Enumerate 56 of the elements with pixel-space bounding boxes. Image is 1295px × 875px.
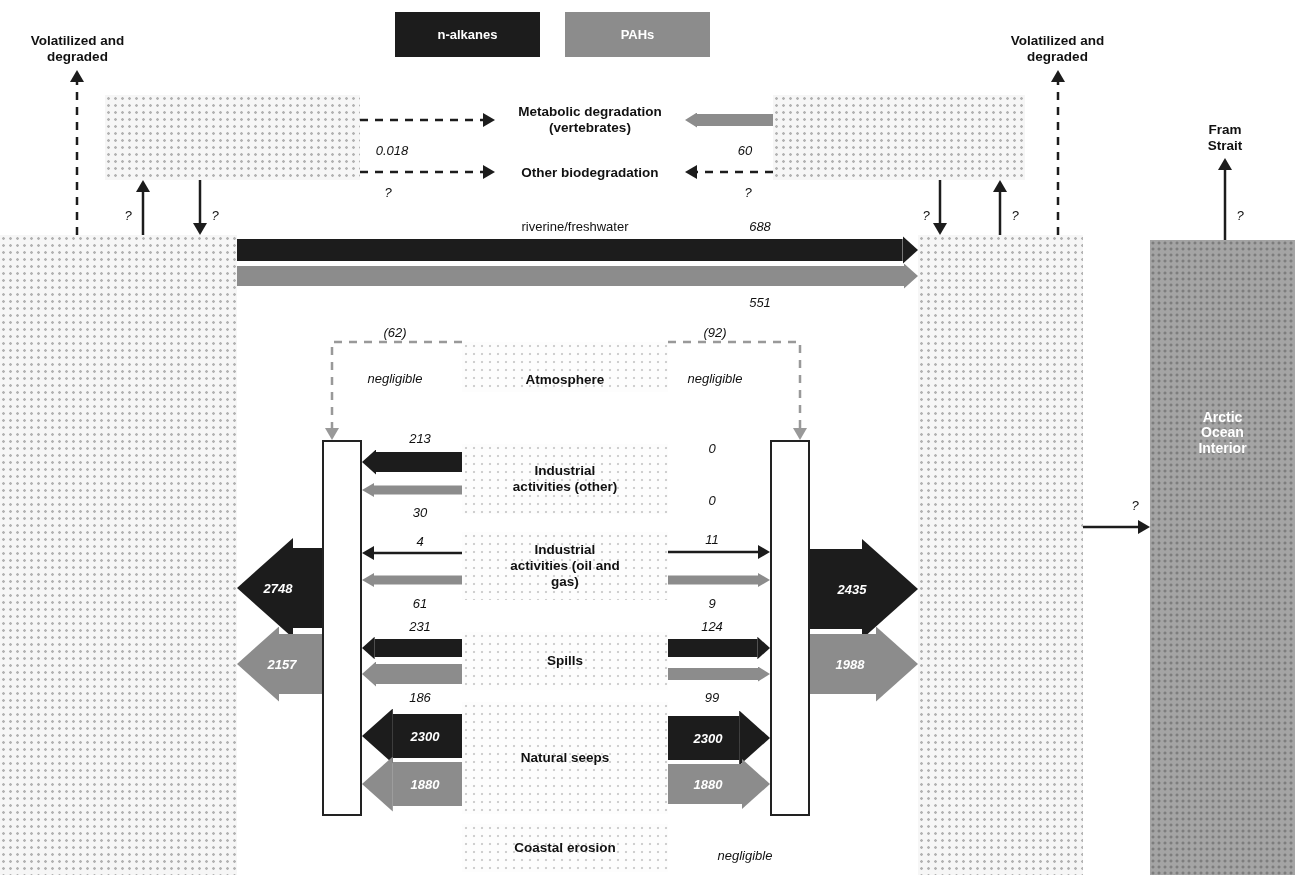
flow-value-label: 1988 [834, 656, 866, 672]
arrow [668, 545, 770, 559]
flow-value-label: 2435 [836, 581, 868, 597]
flux-arrow [237, 236, 918, 264]
arrow [1218, 158, 1232, 240]
surface-layer-area [105, 95, 360, 180]
region-label: Arctic Ocean Interior [1197, 410, 1248, 457]
flow-value-label: 1880 [409, 776, 441, 792]
flux-label: Volatilized and degraded [995, 28, 1120, 70]
legend-label: PAHs [620, 27, 655, 42]
arrow [1083, 520, 1150, 534]
dashed-arrow [360, 165, 495, 179]
surface-layer-area [773, 95, 1025, 180]
collector-bar [770, 440, 810, 816]
collector-bar [322, 440, 362, 816]
flow-value-label: 2157 [266, 656, 298, 672]
sea-region-area [0, 235, 237, 875]
flow-value-label: 2300 [692, 730, 724, 746]
flux-arrow [668, 710, 770, 766]
flux-arrow [668, 573, 770, 587]
arrow [136, 180, 150, 235]
flux-arrow [362, 636, 462, 660]
source-band: Coastal erosion [462, 824, 668, 872]
arrow [193, 180, 207, 235]
dashed-arrow [70, 70, 84, 235]
flux-label: Volatilized and degraded [15, 28, 140, 70]
flow-value-label: 2300 [409, 728, 441, 744]
dashed-arrow [668, 340, 807, 440]
arrow [993, 180, 1007, 235]
source-band: Industrial activities (other) [462, 444, 668, 514]
flux-label: Fram Strait [1195, 118, 1255, 158]
source-band: Industrial activities (oil and gas) [462, 532, 668, 600]
dashed-arrow [685, 165, 773, 179]
flux-arrow [237, 263, 918, 289]
flux-arrow [668, 759, 770, 809]
dashed-arrow [360, 113, 495, 127]
flux-arrow [362, 573, 462, 587]
sea-region-area [918, 235, 1083, 875]
flow-value-label: 1880 [692, 776, 724, 792]
legend-label: n-alkanes [437, 27, 498, 42]
flux-arrow [362, 483, 462, 497]
flux-label: Metabolic degradation (vertebrates) [495, 98, 685, 142]
flow-value-label: 2748 [262, 580, 294, 596]
flux-label: Other biodegradation [495, 162, 685, 184]
arrow [933, 180, 947, 235]
flux-arrow [668, 666, 770, 682]
flux-arrow [668, 636, 770, 660]
flux-arrow [362, 756, 462, 812]
ocean-region-box [1150, 240, 1295, 875]
flux-arrow [362, 449, 462, 475]
arrow [362, 546, 462, 560]
dashed-arrow [325, 340, 462, 440]
dashed-arrow [1051, 70, 1065, 235]
flux-arrow [685, 112, 773, 128]
flux-arrow [362, 661, 462, 687]
source-band: Natural seeps [462, 702, 668, 814]
